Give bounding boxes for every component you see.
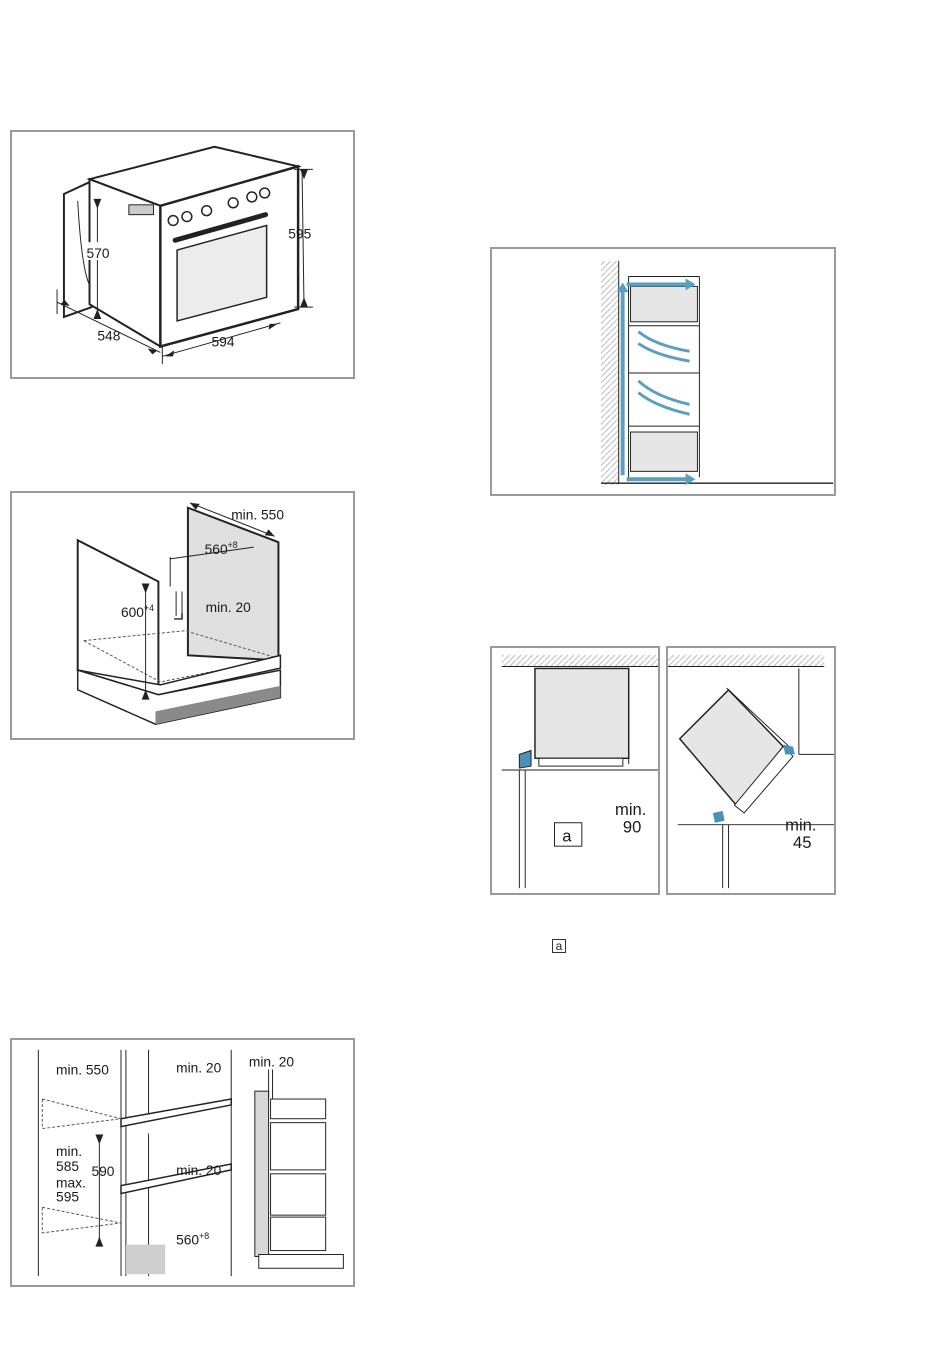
gap-right-value: 45 [793,833,811,852]
corner-install-left-panel: a min. 90 [490,646,660,895]
oven-dimensions-diagram: 595 570 548 594 [12,132,353,377]
tall-cabinet-diagram: min. 550 min. 20 min. 20 min. 585 max. 5… [12,1040,353,1285]
oven-dimensions-panel: 595 570 548 594 [10,130,355,379]
min-gap-top-label: min. 20 [176,1060,221,1075]
knob-icon [168,216,178,226]
height-label: 590 [91,1164,114,1179]
ventilation-panel [490,247,836,496]
knob-icon [182,212,192,222]
callout-a-label: a [562,826,572,845]
side-gap-label: min. 20 [249,1055,294,1070]
gap-right-prefix: min. [785,816,816,835]
corner-install-right-diagram: min. 45 [668,648,834,893]
base-cabinet-diagram: min. 550 560+8 600+4 min. 20 [12,493,353,738]
min-height-prefix: min. [56,1144,82,1159]
width-label: 594 [212,334,235,349]
width-label: 560+8 [176,1231,209,1248]
knob-icon [228,198,238,208]
min-depth-label: min. 550 [56,1062,109,1077]
min-gap-label: min. 20 [206,600,251,615]
min-height-value: 585 [56,1159,79,1174]
inner-height-label: 570 [87,246,110,261]
legend-marker-a: a [552,939,566,953]
depth-label: 548 [97,329,120,344]
gap-left-prefix: min. [615,800,646,819]
knob-icon [202,206,212,216]
max-height-prefix: max. [56,1176,86,1191]
min-gap-mid-label: min. 20 [176,1163,221,1178]
max-height-value: 595 [56,1189,79,1204]
base-cabinet-panel: min. 550 560+8 600+4 min. 20 [10,491,355,740]
min-depth-label: min. 550 [231,508,284,523]
gap-left-value: 90 [623,818,641,837]
tall-cabinet-panel: min. 550 min. 20 min. 20 min. 585 max. 5… [10,1038,355,1287]
ventilation-diagram [492,249,834,494]
corner-install-right-panel: min. 45 [666,646,836,895]
knob-icon [260,188,270,198]
knob-icon [247,192,257,202]
corner-install-left-diagram: a min. 90 [492,648,658,893]
height-label: 595 [288,226,311,241]
